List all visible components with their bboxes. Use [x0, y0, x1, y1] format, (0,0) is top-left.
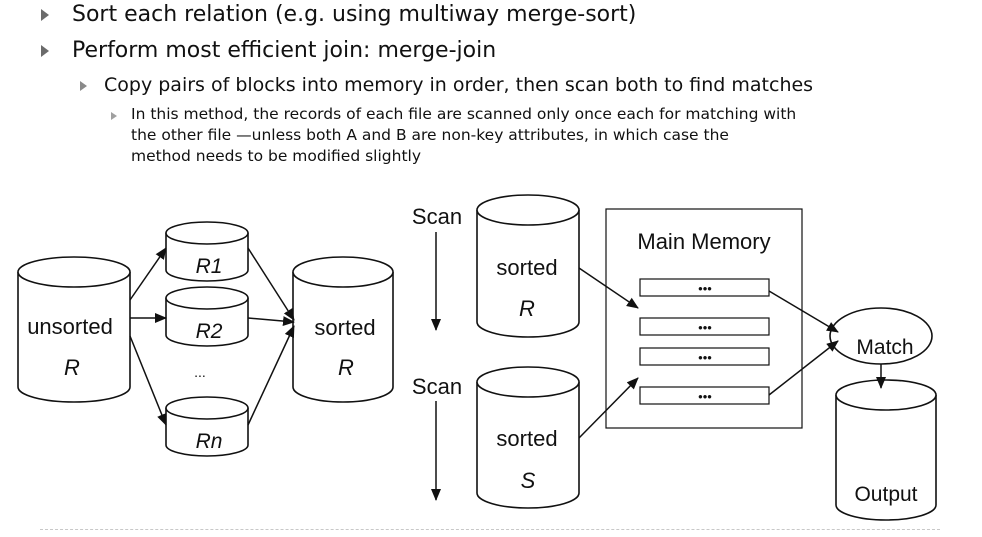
unsorted-sub: R [64, 355, 80, 380]
arrow-buffer1-to-match [768, 290, 839, 333]
disk-sorted-r-cylinder [476, 194, 580, 338]
sorted-r-cylinder [292, 256, 394, 403]
main-memory-title: Main Memory [637, 229, 770, 254]
disk-s-sub: S [521, 468, 536, 493]
arrow-s-to-buffer [578, 377, 639, 439]
run-r1-label: R1 [196, 255, 223, 278]
disk-sorted-s-cylinder [476, 366, 580, 509]
note-line-2: the other file —unless both A and B are … [131, 126, 729, 144]
output-label: Output [854, 483, 917, 506]
disk-r-sub: R [519, 296, 535, 321]
bullet-arrow-icon [111, 112, 117, 120]
memory-buffer [639, 347, 770, 366]
memory-buffer [639, 386, 770, 405]
sorted-r-sub: R [338, 355, 354, 380]
disk-s-label: sorted [496, 426, 557, 451]
arrow-r2-to-sorted [247, 316, 295, 327]
run-r1-cylinder [165, 221, 249, 282]
bullet-copy: Copy pairs of blocks into memory in orde… [104, 74, 814, 96]
runs-ellipsis: ... [194, 364, 206, 380]
note-line-1: In this method, the records of each file… [131, 105, 797, 123]
footer-divider [40, 529, 940, 530]
scan-top-label: Scan [412, 204, 462, 229]
arrow-unsorted-to-rn [129, 335, 167, 426]
scan-bottom-label: Scan [412, 374, 462, 399]
sorted-r-label: sorted [314, 315, 375, 340]
disk-r-label: sorted [496, 255, 557, 280]
run-rn-cylinder [165, 396, 249, 457]
buffer-dots: ••• [698, 350, 712, 365]
arrow-r1-to-sorted [247, 247, 295, 321]
arrow-r-to-buffer [578, 267, 639, 309]
buffer-dots: ••• [698, 389, 712, 404]
note-line-3: method needs to be modified slightly [131, 147, 422, 165]
output-cylinder [835, 379, 937, 521]
match-label: Match [856, 336, 913, 359]
arrow-rn-to-sorted [247, 325, 295, 426]
bullet-arrow-icon [41, 9, 49, 21]
arrow-buffer4-to-match [768, 340, 839, 396]
arrow-unsorted-to-r1 [129, 247, 167, 301]
bullet-note: In this method, the records of each file… [131, 104, 796, 167]
run-rn-label: Rn [196, 430, 223, 453]
bullet-join: Perform most efficient join: merge-join [72, 38, 497, 63]
memory-buffer [639, 317, 770, 336]
unsorted-r-cylinder [17, 256, 131, 403]
buffer-dots: ••• [698, 320, 712, 335]
bullet-arrow-icon [80, 81, 87, 91]
bullet-sort: Sort each relation (e.g. using multiway … [72, 2, 637, 27]
memory-buffer [639, 278, 770, 297]
run-r2-label: R2 [196, 320, 223, 343]
run-r2-cylinder [165, 286, 249, 347]
bullet-arrow-icon [41, 45, 49, 57]
unsorted-label: unsorted [27, 314, 113, 339]
buffer-dots: ••• [698, 281, 712, 296]
